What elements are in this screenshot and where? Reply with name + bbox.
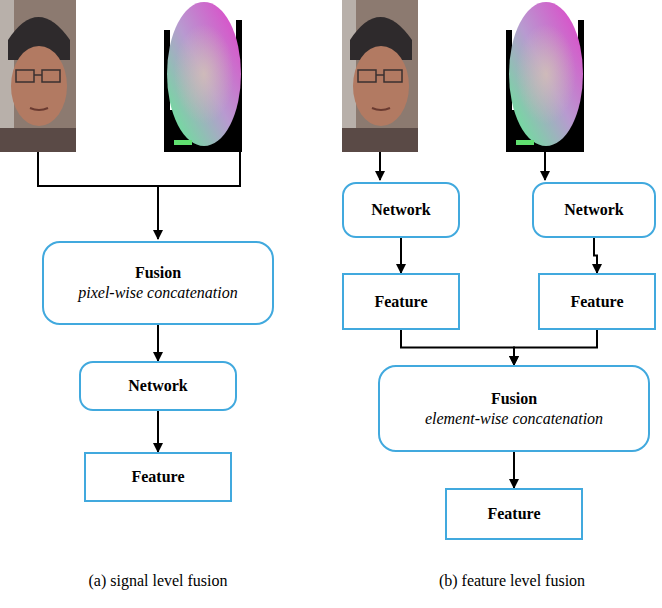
flow-arrow xyxy=(594,238,597,273)
merge-wire xyxy=(38,152,240,186)
flow-arrow xyxy=(514,330,597,365)
input-arrow xyxy=(544,152,546,180)
box-title: Feature xyxy=(570,292,623,312)
input-arrow xyxy=(379,152,381,180)
process-box: Network xyxy=(532,182,656,238)
input-wires xyxy=(38,152,545,239)
process-box: Fusionelement-wise concatenation xyxy=(378,365,650,452)
flow-arrow xyxy=(400,238,402,273)
flow-arrow xyxy=(157,325,159,361)
flow-arrow xyxy=(513,452,515,488)
flow-arrow xyxy=(401,330,514,365)
box-title: Network xyxy=(371,200,431,220)
box-title: Feature xyxy=(131,467,184,487)
box-title: Network xyxy=(564,200,624,220)
box-title: Network xyxy=(128,376,188,396)
box-subtitle: element-wise concatenation xyxy=(425,409,603,429)
input-arrow xyxy=(157,186,159,239)
box-title: Feature xyxy=(374,292,427,312)
depth-map xyxy=(506,0,584,152)
face-photo xyxy=(0,0,76,152)
process-box: Network xyxy=(342,182,460,238)
feature-box: Feature xyxy=(342,273,460,330)
feature-box: Feature xyxy=(538,273,656,330)
flow-arrow xyxy=(157,411,159,452)
process-box: Network xyxy=(79,361,237,411)
face-photo xyxy=(342,0,418,152)
feature-box: Feature xyxy=(84,452,232,502)
panel-caption: (b) feature level fusion xyxy=(439,572,585,590)
feature-box: Feature xyxy=(445,488,583,540)
box-title: Fusion xyxy=(491,389,537,409)
depth-map xyxy=(164,0,242,152)
box-title: Feature xyxy=(487,504,540,524)
process-box: Fusionpixel-wise concatenation xyxy=(42,241,274,325)
box-title: Fusion xyxy=(135,263,181,283)
panel-caption: (a) signal level fusion xyxy=(88,572,227,590)
box-subtitle: pixel-wise concatenation xyxy=(78,283,238,303)
